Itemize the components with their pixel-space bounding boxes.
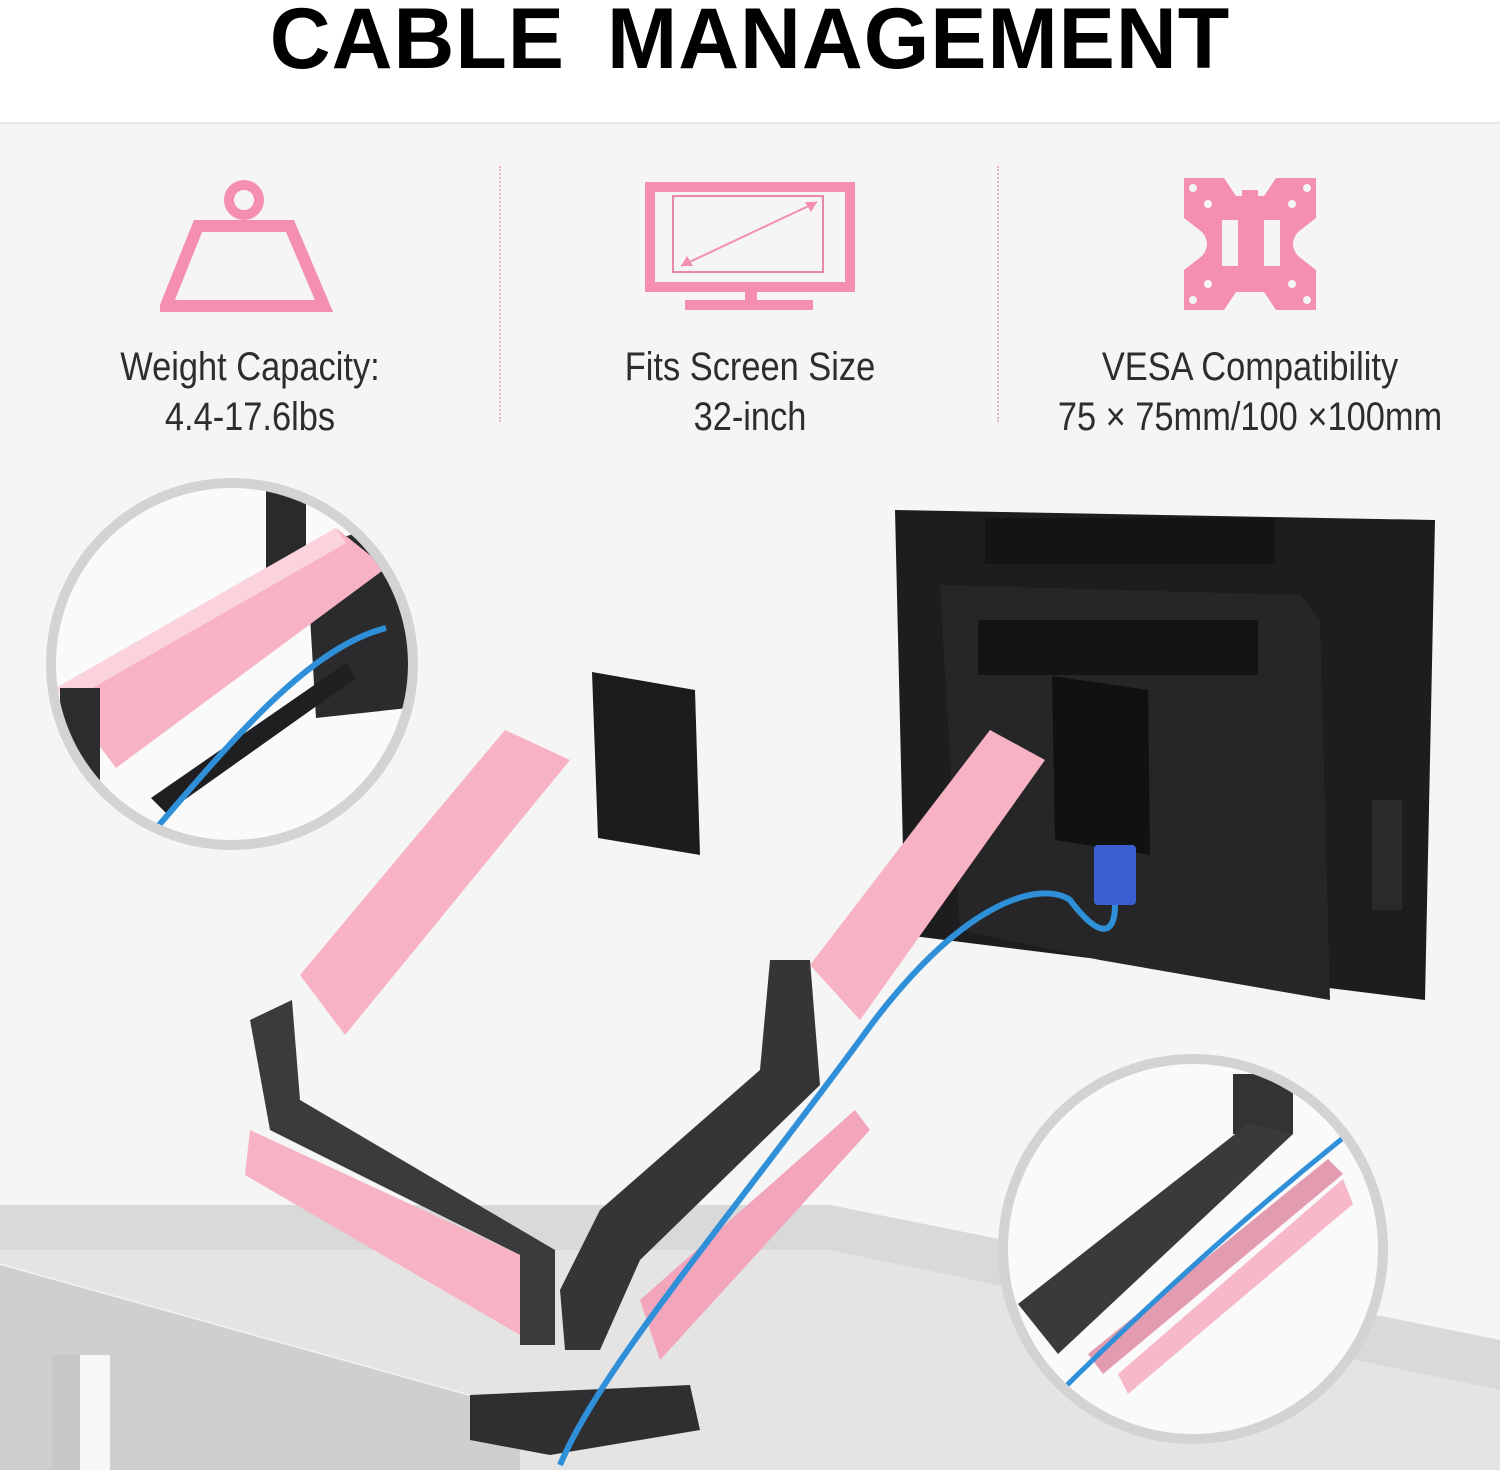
monitor-arm-illustration [0, 510, 1500, 1470]
upper-arm-cable-detail [46, 478, 418, 850]
feature-value: 4.4-17.6lbs [164, 395, 336, 439]
divider [997, 166, 999, 422]
monitor-size-icon [500, 182, 1000, 312]
feature-weight-capacity: Weight Capacity: 4.4-17.6lbs [0, 124, 500, 454]
header-banner: CABLE MANAGEMENT [0, 0, 1500, 124]
feature-label: Weight Capacity: 4.4-17.6lbs [35, 342, 465, 442]
vesa-plate-icon [1000, 174, 1500, 314]
page-title: CABLE MANAGEMENT [269, 0, 1231, 87]
feature-title: Fits Screen Size [624, 345, 876, 389]
feature-title: Weight Capacity: [120, 345, 380, 389]
feature-title: VESA Compatibility [1101, 345, 1399, 389]
feature-vesa-compatibility: VESA Compatibility 75 × 75mm/100 ×100mm [1000, 124, 1500, 454]
weight-icon [0, 176, 500, 316]
feature-screen-size: Fits Screen Size 32-inch [500, 124, 1000, 454]
feature-label: Fits Screen Size 32-inch [535, 342, 965, 442]
lower-arm-cable-cover-detail [998, 1054, 1388, 1444]
feature-value: 75 × 75mm/100 ×100mm [1057, 395, 1443, 439]
product-photo [0, 456, 1500, 1470]
divider [499, 166, 501, 422]
feature-row: Weight Capacity: 4.4-17.6lbs Fits Screen… [0, 124, 1500, 454]
feature-label: VESA Compatibility 75 × 75mm/100 ×100mm [1035, 342, 1465, 442]
feature-value: 32-inch [693, 395, 807, 439]
